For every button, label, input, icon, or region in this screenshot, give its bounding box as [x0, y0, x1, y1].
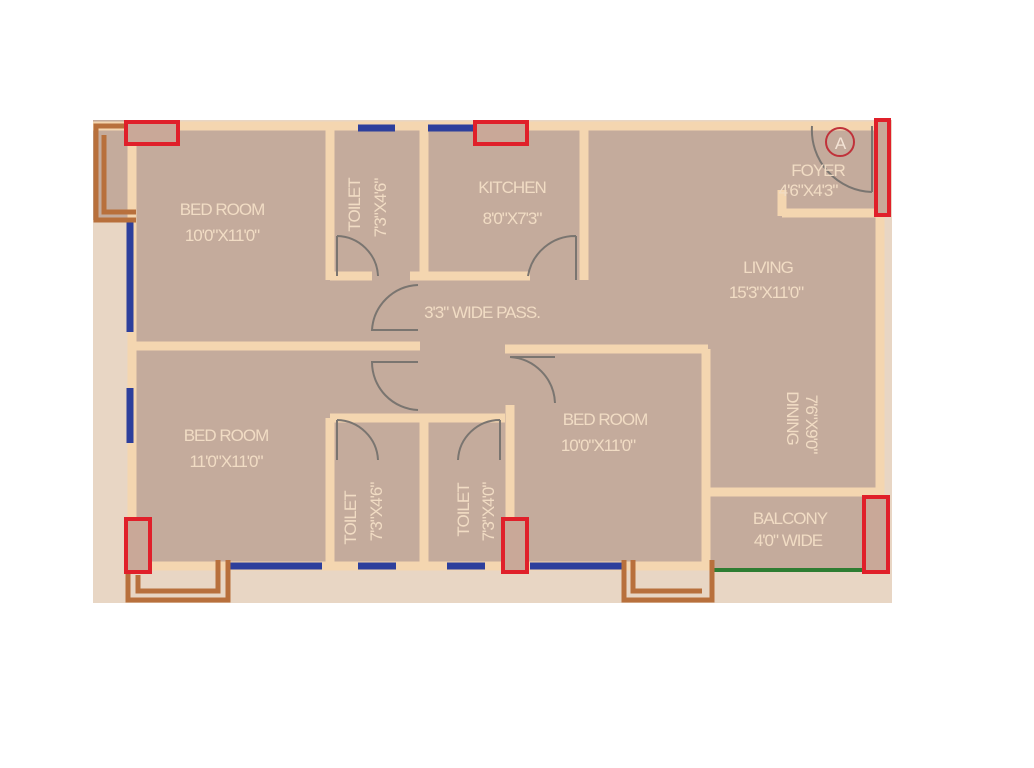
- room-size-bedroom-3: 10'0"X11'0": [561, 436, 636, 455]
- room-name-balcony: BALCONY: [753, 509, 828, 528]
- passage-label: 3'3" WIDE PASS.: [424, 303, 540, 322]
- columns: [124, 118, 891, 574]
- entrance-marker-circle: [825, 127, 855, 157]
- room-name-kitchen: KITCHEN: [478, 178, 546, 197]
- room-size-bedroom-2: 11'0"X11'0": [189, 452, 263, 471]
- room-name-bedroom-3: BED ROOM: [563, 410, 648, 429]
- windows: [126, 124, 622, 570]
- room-name-toilet-2: TOILET: [341, 491, 360, 545]
- room-name-foyer: FOYER: [791, 161, 845, 180]
- room-name-dining: DINING: [783, 391, 802, 445]
- room-size-toilet-2: 7'3"X4'6": [367, 482, 386, 542]
- room-name-toilet-1: TOILET: [345, 178, 364, 232]
- door-swings: [336, 125, 873, 461]
- room-size-toilet-1: 7'3"X4'6": [371, 178, 390, 238]
- room-name-toilet-3: TOILET: [454, 483, 473, 537]
- bay-windows: [93, 123, 715, 603]
- room-name-bedroom-1: BED ROOM: [180, 200, 265, 219]
- entrance-marker: A: [835, 134, 847, 153]
- room-size-kitchen: 8'0"X7'3": [483, 209, 543, 228]
- room-name-bedroom-2: BED ROOM: [184, 426, 269, 445]
- room-size-living: 15'3"X11'0": [729, 283, 804, 302]
- room-size-dining: 7'6"X9'0": [802, 395, 821, 455]
- room-size-foyer: 4'6"X4'3": [779, 181, 839, 200]
- room-name-living: LIVING: [743, 258, 793, 277]
- room-size-toilet-3: 7'3"X4'0": [479, 482, 498, 542]
- room-size-balcony: 4'0" WIDE: [754, 531, 823, 550]
- room-size-bedroom-1: 10'0"X11'0": [185, 226, 260, 245]
